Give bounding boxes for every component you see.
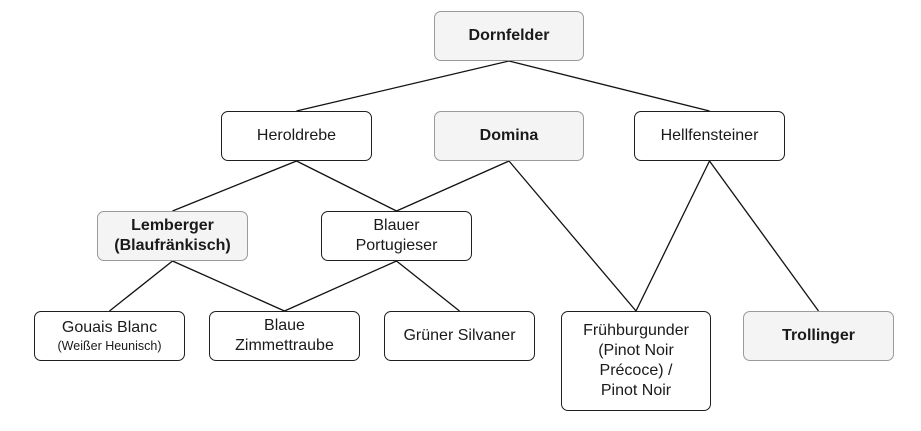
node-hellfensteiner: Hellfensteiner: [634, 111, 785, 161]
node-blauer-portugieser: Blauer Portugieser: [321, 211, 472, 261]
node-heroldrebe: Heroldrebe: [221, 111, 372, 161]
node-sublabel: (Weißer Heunisch): [57, 339, 162, 353]
node-label: Gouais Blanc: [61, 319, 158, 336]
node-gruener-silvaner: Grüner Silvaner: [384, 311, 535, 361]
node-label: Hellfensteiner: [660, 127, 759, 144]
node-gouais-blanc: Gouais Blanc (Weißer Heunisch): [34, 311, 185, 361]
node-label: Grüner Silvaner: [403, 327, 516, 344]
edge-hellfensteiner-trollinger: [708, 160, 820, 312]
edge-domina-fruehburgunder: [508, 160, 637, 312]
node-label: Lemberger: [131, 217, 214, 234]
node-label: Blauer: [373, 217, 420, 234]
edge-blauer_portugieser-gruener_silvaner: [396, 260, 460, 312]
node-fruehburgunder: Frühburgunder (Pinot Noir Précoce) / Pin…: [561, 311, 711, 411]
node-domina: Domina: [434, 111, 584, 161]
node-label: Portugieser: [355, 237, 438, 254]
node-label: (Pinot Noir: [598, 342, 674, 359]
node-label: Blaue: [264, 317, 305, 334]
edge-lemberger-blaue_zimmettraube: [172, 260, 285, 312]
node-dornfelder: Dornfelder: [434, 11, 584, 61]
node-label: Pinot Noir: [600, 382, 672, 399]
node-label: Zimmettraube: [235, 337, 334, 354]
node-label: (Blaufränkisch): [114, 237, 231, 254]
edge-dornfelder-heroldrebe: [296, 60, 510, 112]
edge-heroldrebe-blauer_portugieser: [296, 160, 397, 212]
node-lemberger: Lemberger (Blaufränkisch): [97, 211, 248, 261]
node-label: Heroldrebe: [256, 127, 337, 144]
edge-blauer_portugieser-blaue_zimmettraube: [284, 260, 397, 312]
edge-domina-blauer_portugieser: [396, 160, 510, 212]
node-label: Précoce) /: [599, 362, 673, 379]
node-label: Dornfelder: [468, 27, 550, 44]
node-label: Trollinger: [782, 327, 855, 344]
node-label: Frühburgunder: [583, 322, 689, 339]
node-label: Domina: [479, 127, 539, 144]
edge-hellfensteiner-fruehburgunder: [635, 160, 711, 312]
edge-lemberger-gouais_blanc: [109, 260, 173, 312]
edge-dornfelder-hellfensteiner: [508, 60, 710, 112]
node-blaue-zimmettraube: Blaue Zimmettraube: [209, 311, 360, 361]
edge-heroldrebe-lemberger: [172, 160, 297, 212]
node-trollinger: Trollinger: [743, 311, 894, 361]
